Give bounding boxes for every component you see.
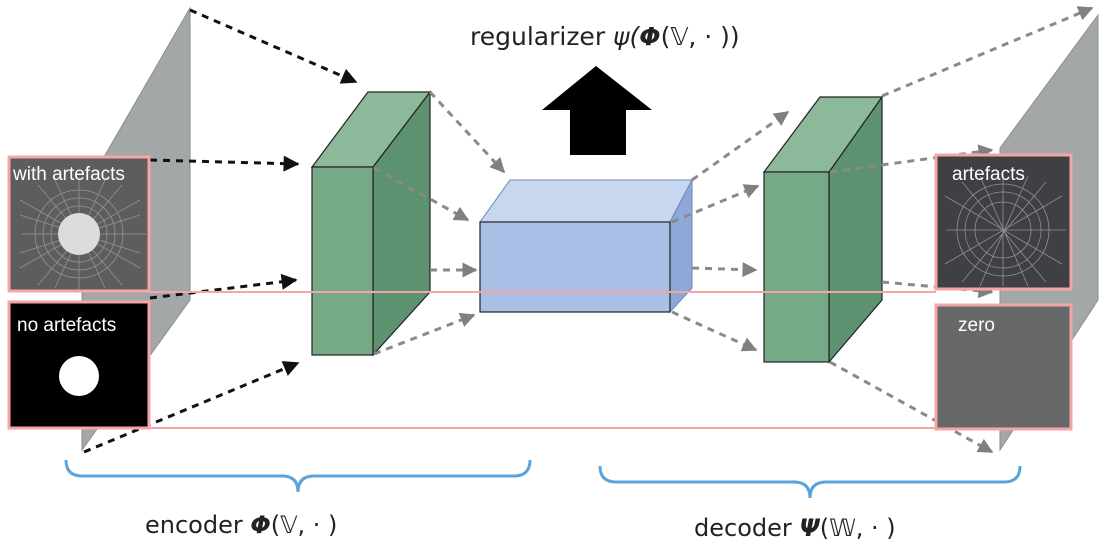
decoder-symbol: Ψ xyxy=(799,514,820,542)
decoder-args: (𝕎, · ) xyxy=(820,514,896,542)
no-artefacts-label: no artefacts xyxy=(17,315,116,336)
output-artefact-streaks xyxy=(944,175,1066,287)
encoder-args: (𝕍, · ) xyxy=(271,511,338,539)
regularizer-psi: ψ( xyxy=(613,22,640,51)
with-artefacts-label: with artefacts xyxy=(12,164,125,185)
regularizer-args: (𝕍, · )) xyxy=(661,22,740,51)
zero-output-label: zero xyxy=(958,315,995,336)
decoder-brace xyxy=(598,465,1022,499)
regularizer-label: regularizer ψ(Φ(𝕍, · )) xyxy=(470,22,740,51)
regularizer-arrow xyxy=(542,66,652,155)
phantom-disc xyxy=(58,213,100,255)
output-zero: zero xyxy=(934,303,1073,431)
encoder-block xyxy=(310,90,432,357)
latent-to-decoder-arrows xyxy=(671,110,790,352)
pairing-lines xyxy=(149,291,936,429)
input-with-artefacts: with artefacts xyxy=(7,155,151,293)
encoder-brace xyxy=(64,459,532,493)
decoder-label: decoder Ψ(𝕎, · ) xyxy=(694,514,896,542)
encoder-symbol: Φ xyxy=(250,511,270,539)
phantom-disc-clean xyxy=(59,356,99,396)
input-no-artefacts: no artefacts xyxy=(7,300,151,430)
artefacts-output-label: artefacts xyxy=(952,164,1025,185)
regularizer-phi: Φ xyxy=(639,22,660,51)
decoder-block xyxy=(762,95,884,364)
decoder-word: decoder xyxy=(694,514,799,542)
encoder-word: encoder xyxy=(145,511,250,539)
output-artefacts: artefacts xyxy=(934,153,1073,291)
encoder-to-latent-arrows xyxy=(373,90,506,356)
encoder-label: encoder Φ(𝕍, · ) xyxy=(145,511,337,539)
regularizer-word: regularizer xyxy=(470,22,613,51)
input-arrows xyxy=(83,8,358,454)
